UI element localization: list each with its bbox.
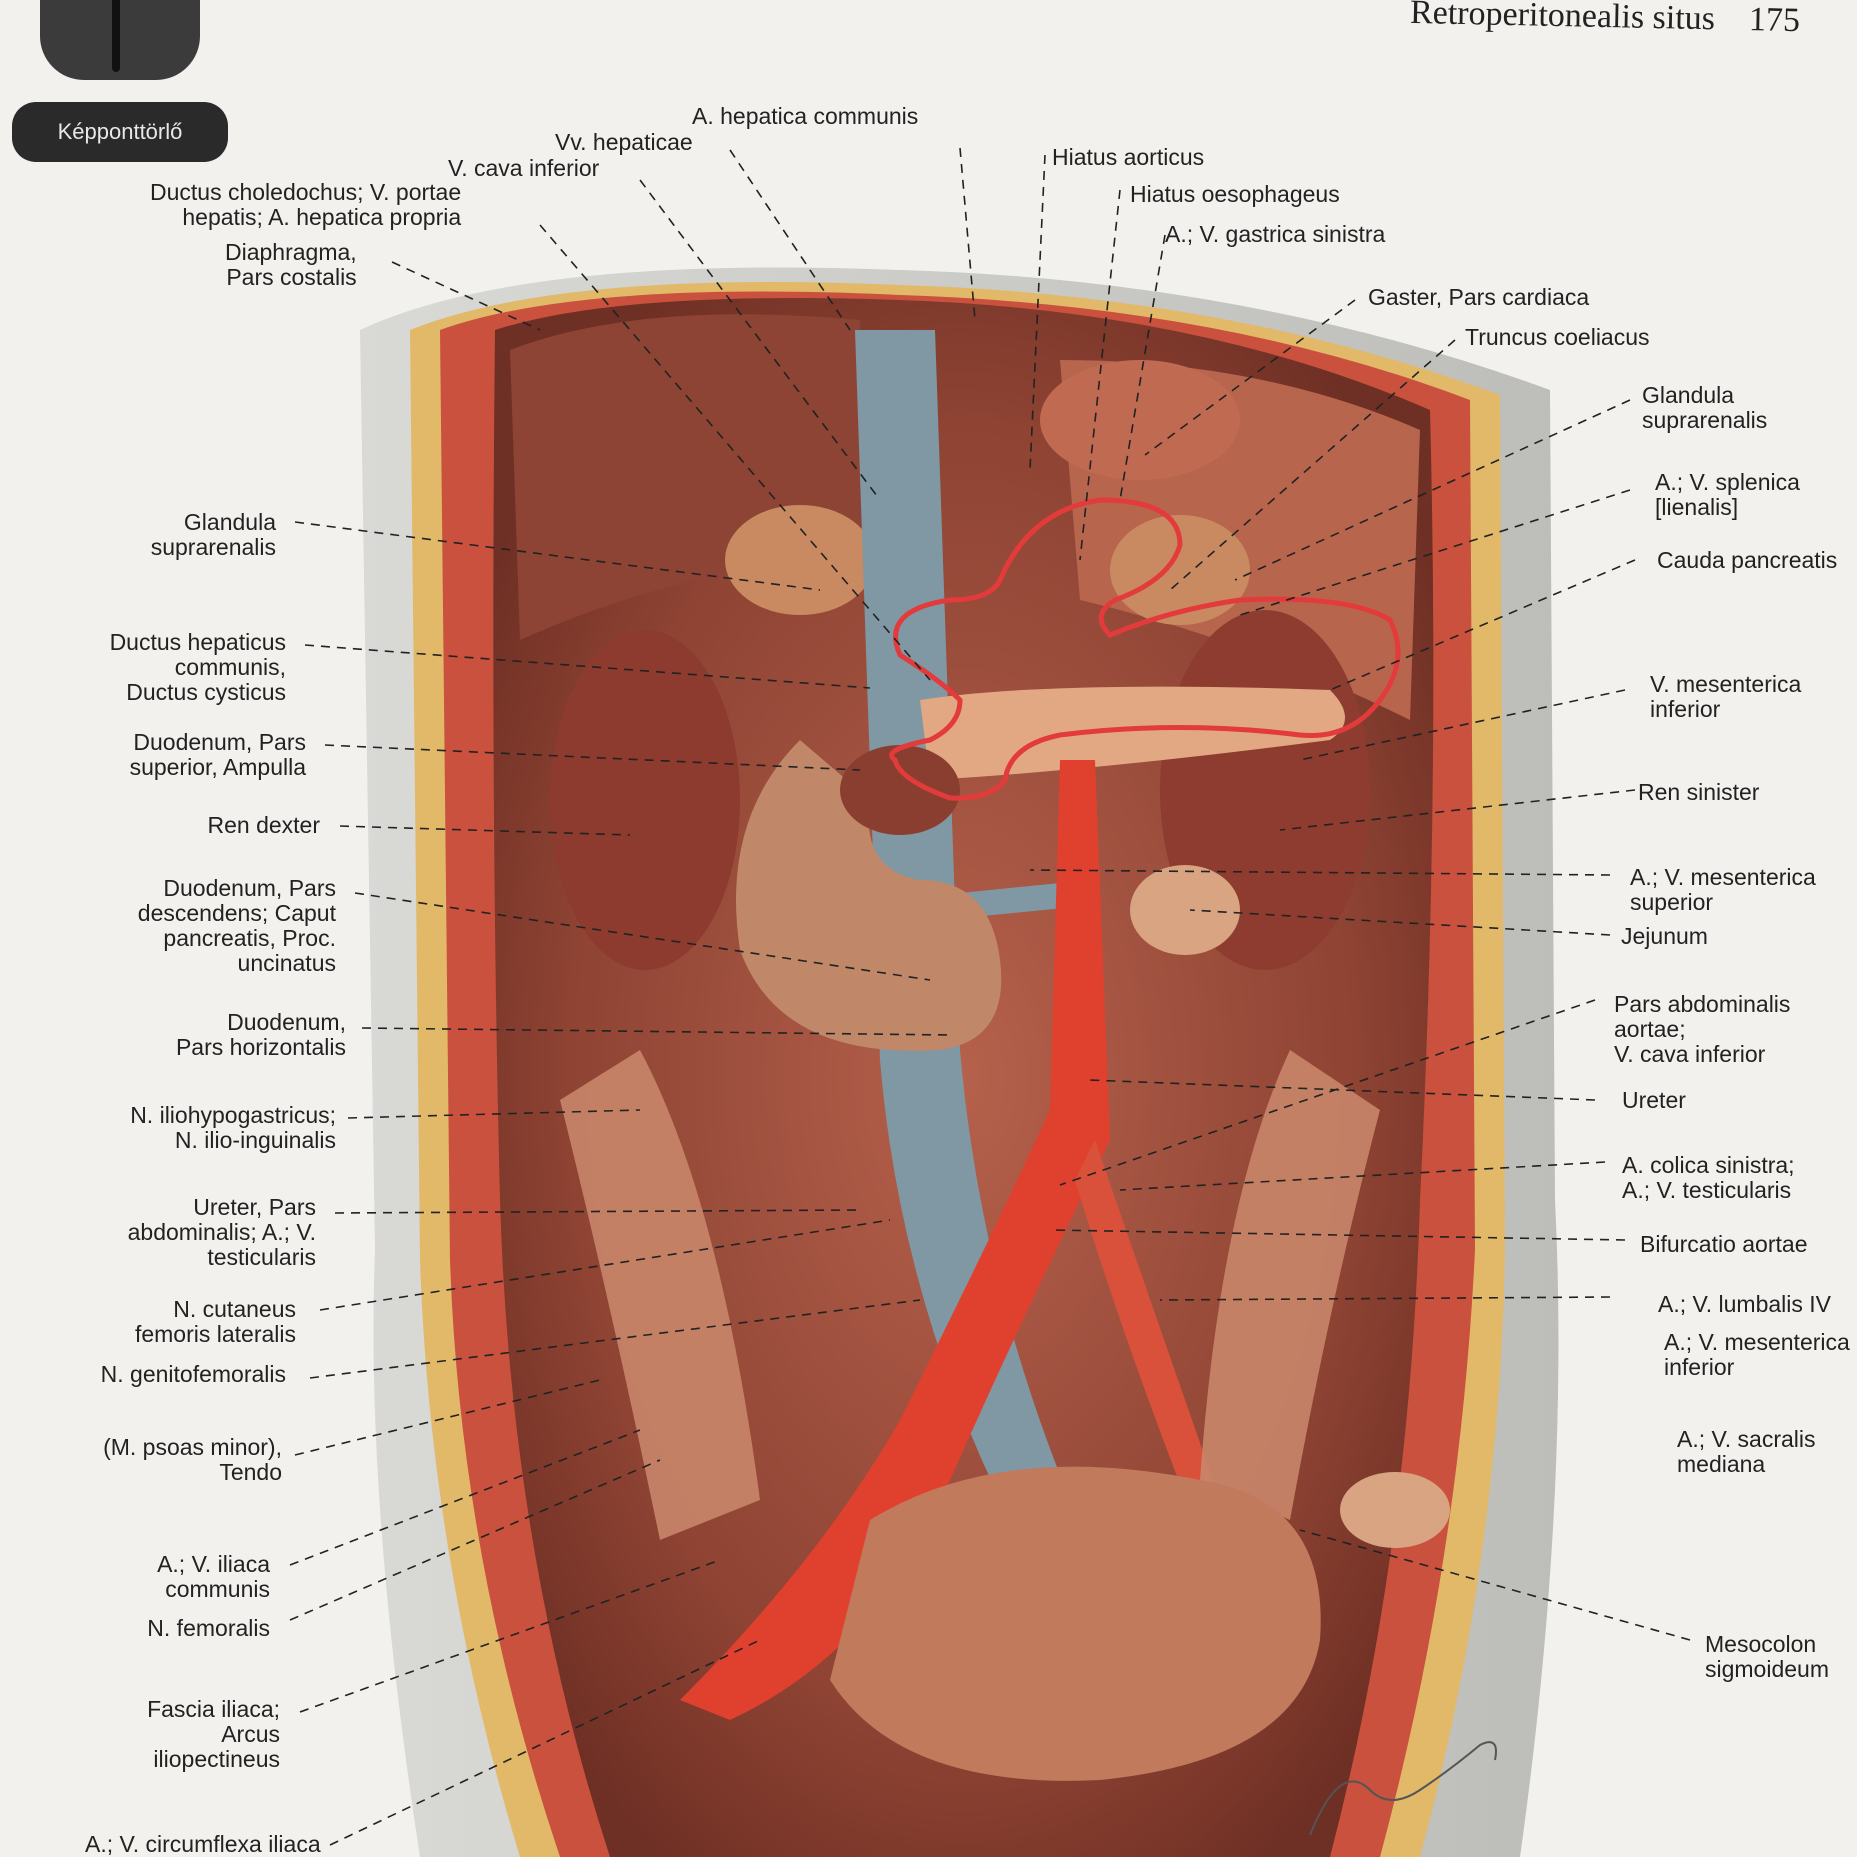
label-n-cutaneus: N. cutaneus femoris lateralis (134, 1296, 296, 1347)
label-fascia-iliaca: Fascia iliaca; Arcus iliopectineus (147, 1696, 280, 1772)
pixel-eraser-tool-button[interactable] (40, 0, 200, 80)
label-hepatica-communis: A. hepatica communis (692, 103, 919, 129)
label-mesenterica-superior: A.; V. mesenterica superior (1630, 864, 1816, 915)
label-duodenum-horizontalis: Duodenum, Pars horizontalis (175, 1009, 346, 1060)
label-splenica: A.; V. splenica [lienalis] (1655, 469, 1800, 520)
label-cauda-pancreatis: Cauda pancreatis (1657, 547, 1838, 573)
stomach-cardia (1040, 360, 1240, 480)
kidney-right (550, 630, 740, 970)
label-sacralis-mediana: A.; V. sacralis mediana (1677, 1426, 1816, 1477)
label-cava-inferior-top: V. cava inferior (448, 155, 600, 181)
page-title: Retroperitonealis situs (1409, 0, 1716, 38)
label-iliaca-communis: A.; V. iliaca communis (157, 1551, 270, 1602)
pancreas (920, 686, 1345, 780)
label-ureter-pars-abdominalis: Ureter, Pars abdominalis; A.; V. testicu… (127, 1194, 316, 1270)
artist-signature (1309, 1741, 1497, 1836)
label-ureter: Ureter (1622, 1087, 1686, 1113)
label-mesenterica-inferior-top: V. mesenterica inferior (1650, 671, 1802, 722)
label-ductus-hepaticus: Ductus hepaticus communis, Ductus cystic… (109, 629, 286, 705)
label-circumflexa-iliaca: A.; V. circumflexa iliaca (85, 1831, 321, 1857)
label-ren-dexter: Ren dexter (207, 812, 320, 838)
psoas-left (1200, 1050, 1380, 1520)
label-duodenum-superior: Duodenum, Pars superior, Ampulla (129, 729, 306, 780)
vena-cava (855, 330, 1070, 1520)
jejunum-stump (1130, 865, 1240, 955)
label-truncus-coeliacus: Truncus coeliacus (1465, 324, 1650, 350)
label-vv-hepaticae: Vv. hepaticae (555, 129, 693, 155)
adrenal-left (1110, 515, 1250, 625)
label-mesocolon-sigmoideum: Mesocolon sigmoideum (1705, 1631, 1829, 1682)
label-jejunum: Jejunum (1621, 923, 1708, 949)
label-ductus-choledochus: Ductus choledochus; V. portae hepatis; A… (150, 179, 462, 230)
label-hiatus-aorticus: Hiatus aorticus (1052, 144, 1205, 170)
label-gastrica-sinistra: A.; V. gastrica sinistra (1165, 221, 1386, 247)
label-n-femoralis: N. femoralis (147, 1615, 270, 1641)
label-ren-sinister: Ren sinister (1638, 779, 1760, 805)
pixel-eraser-tooltip: Képponttörlő (12, 102, 228, 162)
label-hiatus-oesophageus: Hiatus oesophageus (1130, 181, 1340, 207)
label-gaster-cardiaca: Gaster, Pars cardiaca (1368, 284, 1590, 310)
adrenal-right (725, 505, 875, 615)
label-n-iliohypogastricus: N. iliohypogastricus; N. ilio-inguinalis (130, 1102, 336, 1153)
label-duodenum-descendens: Duodenum, Pars descendens; Caput pancrea… (137, 875, 336, 976)
eraser-icon (112, 0, 120, 72)
label-diaphragma: Diaphragma, Pars costalis (225, 239, 357, 290)
rectum-stump (1340, 1472, 1450, 1548)
sigmoid-colon (830, 1466, 1321, 1781)
leader-lines (289, 147, 1691, 1846)
label-bifurcatio-aortae: Bifurcatio aortae (1640, 1231, 1808, 1257)
label-glandula-suprarenalis-left: Glandula suprarenalis (150, 509, 276, 560)
label-n-genitofemoralis: N. genitofemoralis (100, 1361, 286, 1387)
label-lumbalis-iv: A.; V. lumbalis IV (1658, 1291, 1832, 1317)
label-pars-abdominalis-aortae: Pars abdominalis aortae; V. cava inferio… (1614, 991, 1791, 1067)
red-annotation-outline (889, 497, 1401, 801)
page-number: 175 (1748, 1, 1801, 40)
duodenum-ampulla (840, 745, 960, 835)
label-psoas-minor: (M. psoas minor), Tendo (103, 1434, 282, 1485)
psoas-right (560, 1050, 760, 1540)
label-glandula-suprarenalis-right: Glandula suprarenalis (1642, 382, 1768, 433)
aorta-left-branch (1075, 1140, 1220, 1510)
label-colica-sinistra: A. colica sinistra; A.; V. testicularis (1622, 1152, 1795, 1203)
label-mesenterica-inferior-bottom: A.; V. mesenterica inferior (1664, 1329, 1850, 1380)
duodenum (736, 740, 1002, 1051)
